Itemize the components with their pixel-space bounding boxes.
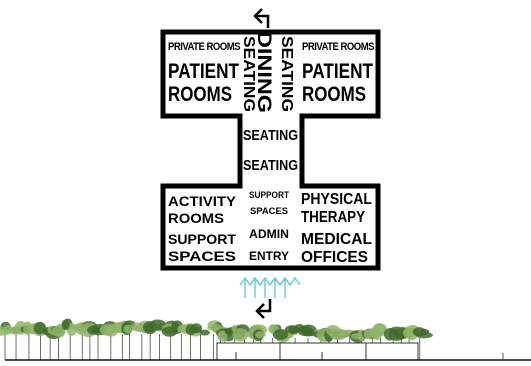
tree-canopy <box>255 331 265 339</box>
label-rooms-right: ROOMS <box>302 83 366 106</box>
tree-line <box>0 318 433 360</box>
label-therapy: THERAPY <box>301 209 365 226</box>
label-patient-right: PATIENT <box>302 60 373 83</box>
tree-canopy <box>190 323 202 333</box>
label-seating-vertical-left: SEATING <box>240 36 257 112</box>
label-activity: ACTIVITY <box>168 193 237 209</box>
tree-canopy <box>232 327 249 342</box>
label-entry: ENTRY <box>249 249 289 263</box>
tree-canopy <box>7 326 23 335</box>
label-medical: MEDICAL <box>301 231 372 248</box>
tree-canopy <box>372 323 387 335</box>
label-spaces-center: SPACES <box>250 206 288 216</box>
tree-canopy <box>217 330 228 342</box>
label-admin: ADMIN <box>249 227 289 241</box>
label-dining-vertical: DINING <box>253 31 274 113</box>
building-outline <box>160 29 381 271</box>
tree-canopy <box>200 329 210 336</box>
label-seating-center-1: SEATING <box>243 127 298 144</box>
tree-canopy <box>99 324 114 336</box>
label-spaces-bottom-left: SPACES <box>168 248 236 264</box>
tree-canopy <box>363 328 375 340</box>
label-private-rooms-left: PRIVATE ROOMS <box>168 41 240 53</box>
tree-canopy <box>415 332 433 339</box>
entry-arrows-icon <box>239 276 301 298</box>
label-offices: OFFICES <box>301 249 368 266</box>
label-patient-left: PATIENT <box>168 60 239 83</box>
tree-canopy <box>272 329 289 341</box>
label-support-bottom-left: SUPPORT <box>168 231 236 247</box>
tree-canopy <box>350 333 366 340</box>
top-turn-arrow-icon <box>253 8 270 28</box>
bottom-turn-arrow-icon <box>255 299 272 319</box>
label-rooms-left: ROOMS <box>168 83 232 106</box>
label-rooms-bottom-left: ROOMS <box>168 210 224 226</box>
label-seating-vertical-right: SEATING <box>278 36 295 112</box>
building-elevation <box>216 342 419 361</box>
tree-canopy <box>123 324 134 334</box>
tree-canopy <box>149 319 167 331</box>
label-seating-center-2: SEATING <box>243 157 298 174</box>
tree-canopy <box>51 326 65 337</box>
tree-canopy <box>61 319 70 330</box>
label-physical: PHYSICAL <box>301 191 372 208</box>
label-private-rooms-right: PRIVATE ROOMS <box>302 41 374 53</box>
label-support-center: SUPPORT <box>249 190 289 200</box>
tree-canopy <box>419 328 430 335</box>
